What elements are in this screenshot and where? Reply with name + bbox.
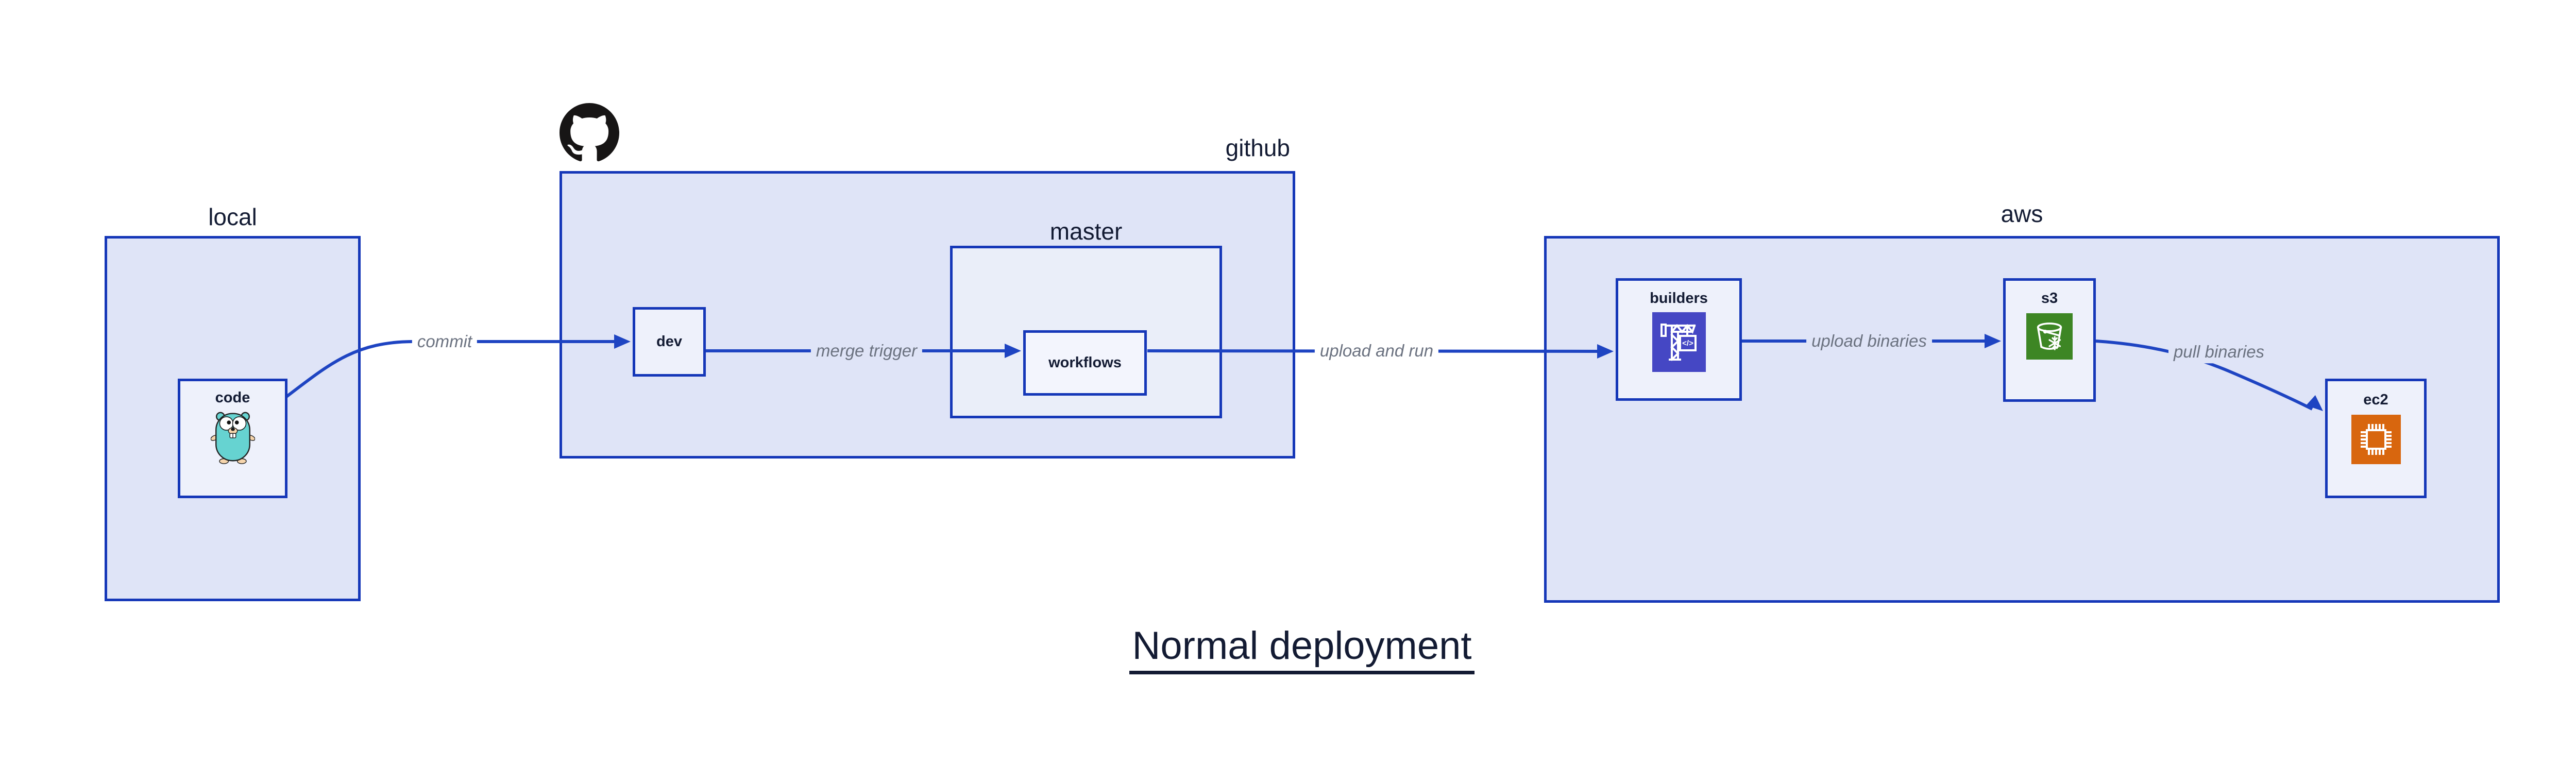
node-code-label: code (215, 389, 250, 406)
node-workflows-label: workflows (1048, 354, 1122, 371)
edge-label-upload-and-run: upload and run (1314, 339, 1439, 362)
edge-label-pull-binaries: pull binaries (2168, 341, 2270, 363)
node-builders-label: builders (1650, 290, 1708, 307)
group-master-label: master (1049, 218, 1123, 245)
node-workflows: workflows (1023, 330, 1147, 396)
node-s3-label: s3 (2041, 290, 2058, 307)
aws-s3-glacier-bucket-icon (2026, 313, 2073, 360)
group-local-label: local (208, 203, 257, 230)
node-dev: dev (633, 307, 706, 377)
node-builders: builders </> (1616, 278, 1742, 401)
node-ec2: ec2 (2325, 379, 2427, 498)
edge-label-commit: commit (412, 330, 478, 353)
go-gopher-icon (210, 412, 255, 464)
node-ec2-label: ec2 (2363, 392, 2388, 408)
aws-codebuild-crane-icon: </> (1652, 312, 1706, 372)
edge-label-merge-trigger: merge trigger (810, 339, 923, 362)
node-dev-label: dev (656, 333, 682, 350)
group-github-label: github (1225, 134, 1290, 161)
aws-ec2-chip-icon (2351, 415, 2401, 464)
diagram-title: Normal deployment (0, 623, 2576, 674)
node-s3: s3 (2003, 278, 2096, 402)
diagram-title-text: Normal deployment (1129, 624, 1475, 674)
github-octocat-icon (560, 103, 619, 162)
node-code: code (178, 379, 287, 498)
group-aws-label: aws (2001, 200, 2043, 227)
svg-text:</>: </> (1682, 339, 1693, 348)
edge-label-upload-binaries: upload binaries (1806, 330, 1932, 352)
